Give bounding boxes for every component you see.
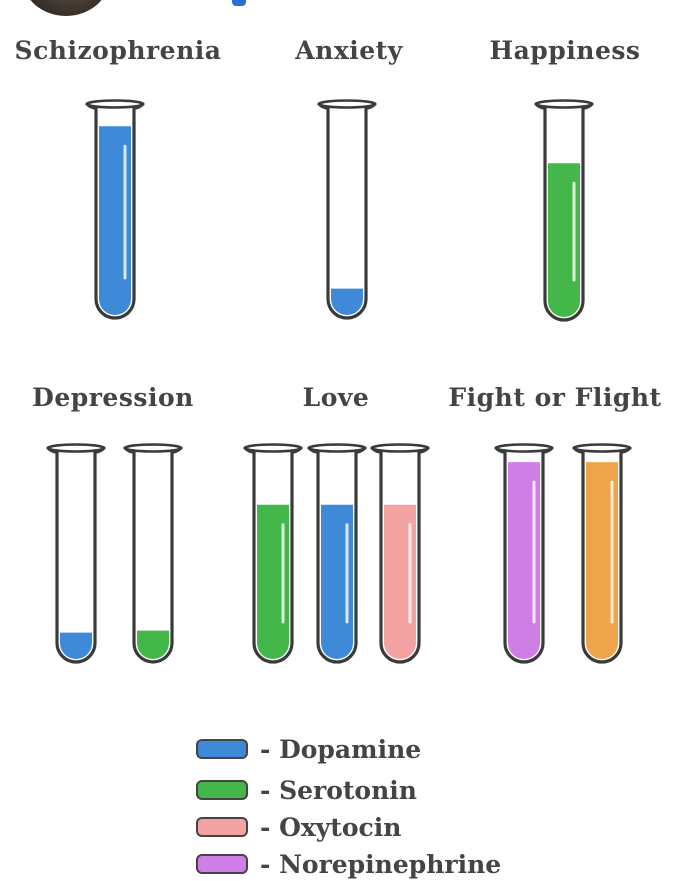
tube-schizophrenia-dopamine	[85, 99, 145, 320]
tube-anxiety-dopamine-rim	[317, 99, 377, 109]
label-fight-or-flight: Fight or Flight	[448, 383, 662, 412]
tube-anxiety-dopamine	[317, 99, 377, 320]
tube-happiness-serotonin-rim	[534, 99, 594, 109]
tube-depression-serotonin-glass	[132, 452, 174, 664]
tube-love-oxytocin-liquid	[384, 504, 416, 659]
test-tube-diagram	[46, 99, 632, 664]
tube-fight-or-flight-norepinephrine-rim	[494, 443, 554, 453]
tube-fight-or-flight-adrenaline-rim	[572, 443, 632, 453]
label-love: Love	[302, 383, 370, 412]
tube-love-dopamine-liquid	[321, 504, 353, 659]
legend-swatch-dopamine	[196, 739, 248, 759]
tube-schizophrenia-dopamine-rim	[85, 99, 145, 109]
legend-item-oxytocin: - Oxytocin	[196, 810, 401, 844]
legend-swatch-oxytocin	[196, 817, 248, 837]
tube-depression-serotonin	[123, 443, 183, 664]
tube-anxiety-dopamine-liquid	[331, 288, 363, 315]
legend-swatch-norepinephrine	[196, 854, 248, 874]
tube-fight-or-flight-norepinephrine-glass	[503, 452, 545, 664]
tube-fight-or-flight-norepinephrine-liquid	[508, 462, 540, 659]
label-schizophrenia: Schizophrenia	[14, 36, 222, 65]
tube-depression-dopamine-liquid	[60, 632, 92, 659]
verified-badge-icon	[232, 0, 246, 6]
tube-love-serotonin	[243, 443, 303, 664]
legend-text-serotonin: - Serotonin	[260, 775, 417, 805]
legend-item-norepinephrine: - Norepinephrine	[196, 847, 501, 881]
tube-depression-dopamine-glass	[55, 452, 97, 664]
tube-love-serotonin-rim	[243, 443, 303, 453]
legend-item-serotonin: - Serotonin	[196, 773, 417, 807]
tube-happiness-serotonin-glass	[543, 108, 585, 322]
tube-depression-serotonin-rim	[123, 443, 183, 453]
tube-love-serotonin-liquid	[257, 504, 289, 659]
label-depression: Depression	[32, 383, 194, 412]
tube-love-serotonin-glass	[252, 452, 294, 664]
tube-anxiety-dopamine-glass	[326, 108, 368, 320]
legend-item-dopamine: - Dopamine	[196, 732, 421, 766]
tube-depression-serotonin-liquid	[137, 630, 169, 659]
tube-love-oxytocin-glass	[379, 452, 421, 664]
tube-depression-dopamine-rim	[46, 443, 106, 453]
tube-schizophrenia-dopamine-glass	[94, 108, 136, 320]
legend-text-dopamine: - Dopamine	[260, 734, 422, 764]
tube-happiness-serotonin-liquid	[548, 163, 580, 317]
tube-schizophrenia-dopamine-liquid	[99, 126, 131, 316]
tube-depression-dopamine	[46, 443, 106, 664]
legend-text-norepinephrine: - Norepinephrine	[260, 849, 502, 879]
tube-fight-or-flight-adrenaline-liquid	[586, 462, 618, 659]
legend-text-oxytocin: - Oxytocin	[260, 812, 402, 842]
tube-love-oxytocin-rim	[370, 443, 430, 453]
tube-love-dopamine-glass	[316, 452, 358, 664]
tube-love-dopamine-rim	[307, 443, 367, 453]
tube-fight-or-flight-norepinephrine	[494, 443, 554, 664]
tube-fight-or-flight-adrenaline-glass	[581, 452, 623, 664]
legend-swatch-serotonin	[196, 780, 248, 800]
tube-fight-or-flight-adrenaline	[572, 443, 632, 664]
tube-love-oxytocin	[370, 443, 430, 664]
tube-love-dopamine	[307, 443, 367, 664]
label-happiness: Happiness	[489, 36, 641, 65]
tube-happiness-serotonin	[534, 99, 594, 322]
label-anxiety: Anxiety	[295, 36, 403, 65]
